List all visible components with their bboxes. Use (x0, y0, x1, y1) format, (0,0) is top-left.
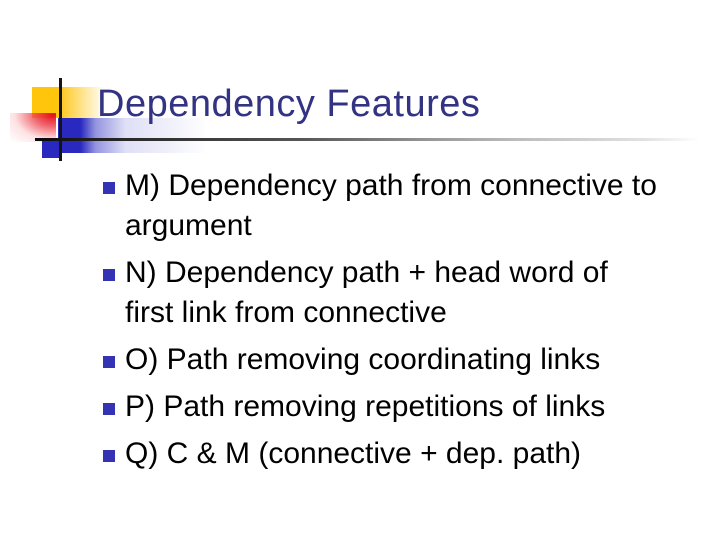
bullet-text: Q) C & M (connective + dep. path) (125, 437, 582, 470)
square-bullet-icon (103, 356, 115, 368)
square-bullet-icon (103, 269, 115, 281)
bullet-text: M) Dependency path from connective to ar… (125, 169, 657, 242)
bullet-text: P) Path removing repetitions of links (125, 390, 606, 423)
square-bullet-icon (103, 403, 115, 415)
bullet-text: N) Dependency path + head word of first … (125, 256, 608, 329)
decoration-blue-square-right (58, 118, 208, 153)
list-item: P) Path removing repetitions of links (103, 387, 710, 427)
bullet-list: M) Dependency path from connective to ar… (103, 166, 710, 481)
bullet-text: O) Path removing coordinating links (125, 343, 601, 376)
page-title: Dependency Features (97, 83, 481, 125)
decoration-yellow-square (32, 87, 105, 118)
decoration-vertical-cross-line (59, 78, 62, 161)
list-item: N) Dependency path + head word of first … (103, 253, 710, 333)
square-bullet-icon (103, 450, 115, 462)
list-item: Q) C & M (connective + dep. path) (103, 434, 710, 474)
title-underline-rule (35, 138, 700, 141)
list-item: O) Path removing coordinating links (103, 340, 710, 380)
square-bullet-icon (103, 182, 115, 194)
list-item: M) Dependency path from connective to ar… (103, 166, 710, 246)
decoration-red-gradient-square (10, 113, 56, 142)
decoration-blue-square-bottom (42, 140, 60, 158)
